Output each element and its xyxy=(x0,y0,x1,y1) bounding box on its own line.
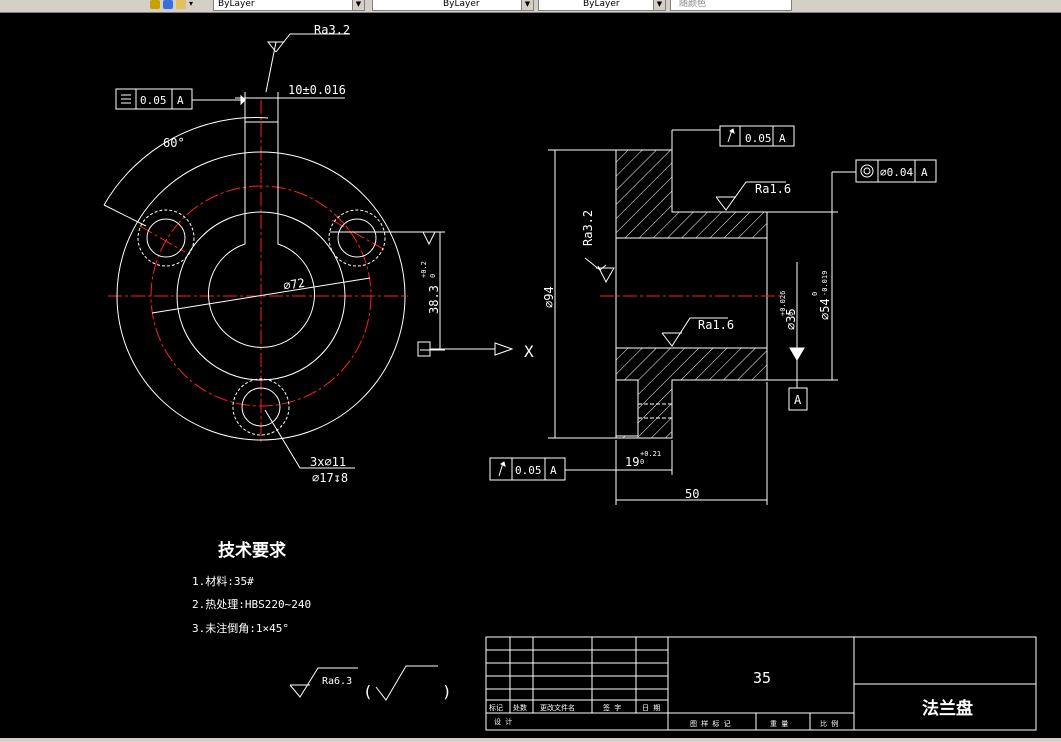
roughness-3-text: Ra1.6 xyxy=(698,318,734,332)
linetype-combo-text: ByLayer xyxy=(583,0,620,9)
keyway-depth-tol-lower: 0 xyxy=(429,274,437,278)
bolt-circle xyxy=(150,185,372,407)
bore-tol-upper: +0.026 xyxy=(779,291,787,316)
flange-tol-lower: 0 xyxy=(640,458,644,466)
holes-label-1: 3x⌀11 xyxy=(310,455,346,469)
runout-bottom-value: 0.05 xyxy=(515,464,542,477)
total-length-text: 50 xyxy=(685,487,699,501)
layer-color-icon[interactable] xyxy=(163,0,173,9)
general-roughness xyxy=(289,665,438,701)
chevron-down-icon[interactable]: ▼ xyxy=(352,0,364,10)
header-drawing-mark: 图 样 标 记 xyxy=(690,719,731,728)
layer-combo[interactable]: ByLayer ▼ xyxy=(213,0,365,11)
roughness-1-text: Ra1.6 xyxy=(755,182,791,196)
part-name-text: 法兰盘 xyxy=(922,698,973,719)
bolt-hole xyxy=(328,209,386,267)
header-mark: 标记 xyxy=(489,703,503,712)
plotstyle-combo-text: 随颜色 xyxy=(679,0,707,9)
x-axis-arrow xyxy=(494,342,514,356)
title-block xyxy=(485,636,1037,731)
header-doc: 更改文件名 xyxy=(540,703,575,712)
hub-circle xyxy=(176,211,346,381)
layer-combo-text: ByLayer xyxy=(218,0,255,9)
flange-outer-circle xyxy=(116,151,406,441)
flatness-value: 0.05 xyxy=(140,94,167,107)
tech-req-title: 技术要求 xyxy=(218,540,286,561)
paren-close: ) xyxy=(442,682,452,701)
tech-req-item3: 3.未注倒角:1×45° xyxy=(192,621,289,635)
chevron-down-icon[interactable]: ▼ xyxy=(521,0,533,10)
bolt-hole-section xyxy=(615,379,639,437)
paren-open: ( xyxy=(363,682,373,701)
status-strip xyxy=(0,738,1061,742)
header-design: 设 计 xyxy=(494,717,512,726)
bore-diameter-text: ⌀35 xyxy=(784,308,798,330)
color-combo-text: ByLayer xyxy=(443,0,480,9)
keyway-depth-text: 38.3 xyxy=(427,285,441,314)
flatness-datum: A xyxy=(177,94,184,107)
bore-tol-lower: 0 xyxy=(787,312,795,316)
holes-leader xyxy=(264,409,355,469)
datum-a-text: A xyxy=(794,393,802,407)
keyway-width-text: 10±0.016 xyxy=(288,83,346,97)
tech-req-item1: 1.材料:35# xyxy=(192,574,254,588)
keyway-depth-tol-upper: +0.2 xyxy=(420,261,428,278)
layer-dropdown-icon[interactable]: ▾ xyxy=(189,0,194,8)
color-combo[interactable]: ByLayer ▼ xyxy=(372,0,534,11)
x-axis-origin xyxy=(417,341,431,357)
runout-frame-top xyxy=(719,125,795,147)
flange-tol-upper: +0.21 xyxy=(640,450,661,458)
lower-hatch xyxy=(615,347,768,439)
header-date: 日 期 xyxy=(642,704,660,712)
header-scale: 比 例 xyxy=(820,719,838,728)
concentricity-value: ⌀0.04 xyxy=(880,166,913,179)
layer-lock-icon[interactable] xyxy=(176,0,186,9)
diameter-leader xyxy=(151,277,371,314)
tech-req-item2: 2.热处理:HBS220~240 xyxy=(192,598,311,611)
datum-box xyxy=(788,387,808,411)
runout-top-value: 0.05 xyxy=(745,132,772,145)
general-roughness-text: Ra6.3 xyxy=(322,676,352,687)
angle-text: 60° xyxy=(163,136,185,150)
runout-frame-bottom xyxy=(489,457,566,481)
plotstyle-combo[interactable]: 随颜色 xyxy=(670,0,792,11)
roughness-top-text: Ra3.2 xyxy=(314,23,350,37)
layer-state-icon[interactable] xyxy=(150,0,160,9)
section-view xyxy=(548,129,856,505)
properties-toolbar: ▾ ByLayer ▼ ByLayer ▼ ByLayer ▼ 随颜色 xyxy=(0,0,1061,13)
front-view xyxy=(103,33,514,469)
runout-top-datum: A xyxy=(779,132,786,145)
diameter-72-text: ⌀72 xyxy=(282,276,306,293)
roughness-symbol xyxy=(715,181,786,211)
concentricity-frame xyxy=(855,159,937,183)
header-sign: 签 字 xyxy=(603,703,621,712)
hub-tol-upper: 0 xyxy=(811,292,819,296)
runout-bottom-datum: A xyxy=(550,464,557,477)
flange-thickness-text: 19 xyxy=(625,455,639,469)
flatness-frame xyxy=(115,88,193,110)
hub-tol-lower: -0.019 xyxy=(821,271,829,296)
upper-hatch xyxy=(615,149,768,239)
header-weight: 重 量 xyxy=(770,720,788,728)
drawing-canvas[interactable]: Ra3.2 0.05 A 10±0.016 60° ⌀72 38.3 +0.2 … xyxy=(0,13,1061,738)
bolt-hole xyxy=(137,209,195,267)
layer-icons[interactable]: ▾ xyxy=(150,0,206,11)
bolt-hole xyxy=(232,378,290,436)
roughness-symbol xyxy=(275,33,350,53)
roughness-symbol xyxy=(661,317,728,347)
x-axis-label: X xyxy=(524,342,534,361)
bore-keyway xyxy=(208,121,315,348)
material-text: 35 xyxy=(753,669,771,687)
holes-label-2: ⌀17↧8 xyxy=(312,471,348,485)
concentricity-datum: A xyxy=(921,166,928,179)
linetype-combo[interactable]: ByLayer ▼ xyxy=(538,0,666,11)
outer-diameter-text: ⌀94 xyxy=(542,286,556,308)
angle-arc xyxy=(103,117,269,206)
header-count: 处数 xyxy=(513,703,527,712)
hub-diameter-text: ⌀54 xyxy=(818,298,832,320)
chevron-down-icon[interactable]: ▼ xyxy=(653,0,665,10)
roughness-2-text: Ra3.2 xyxy=(581,210,595,246)
